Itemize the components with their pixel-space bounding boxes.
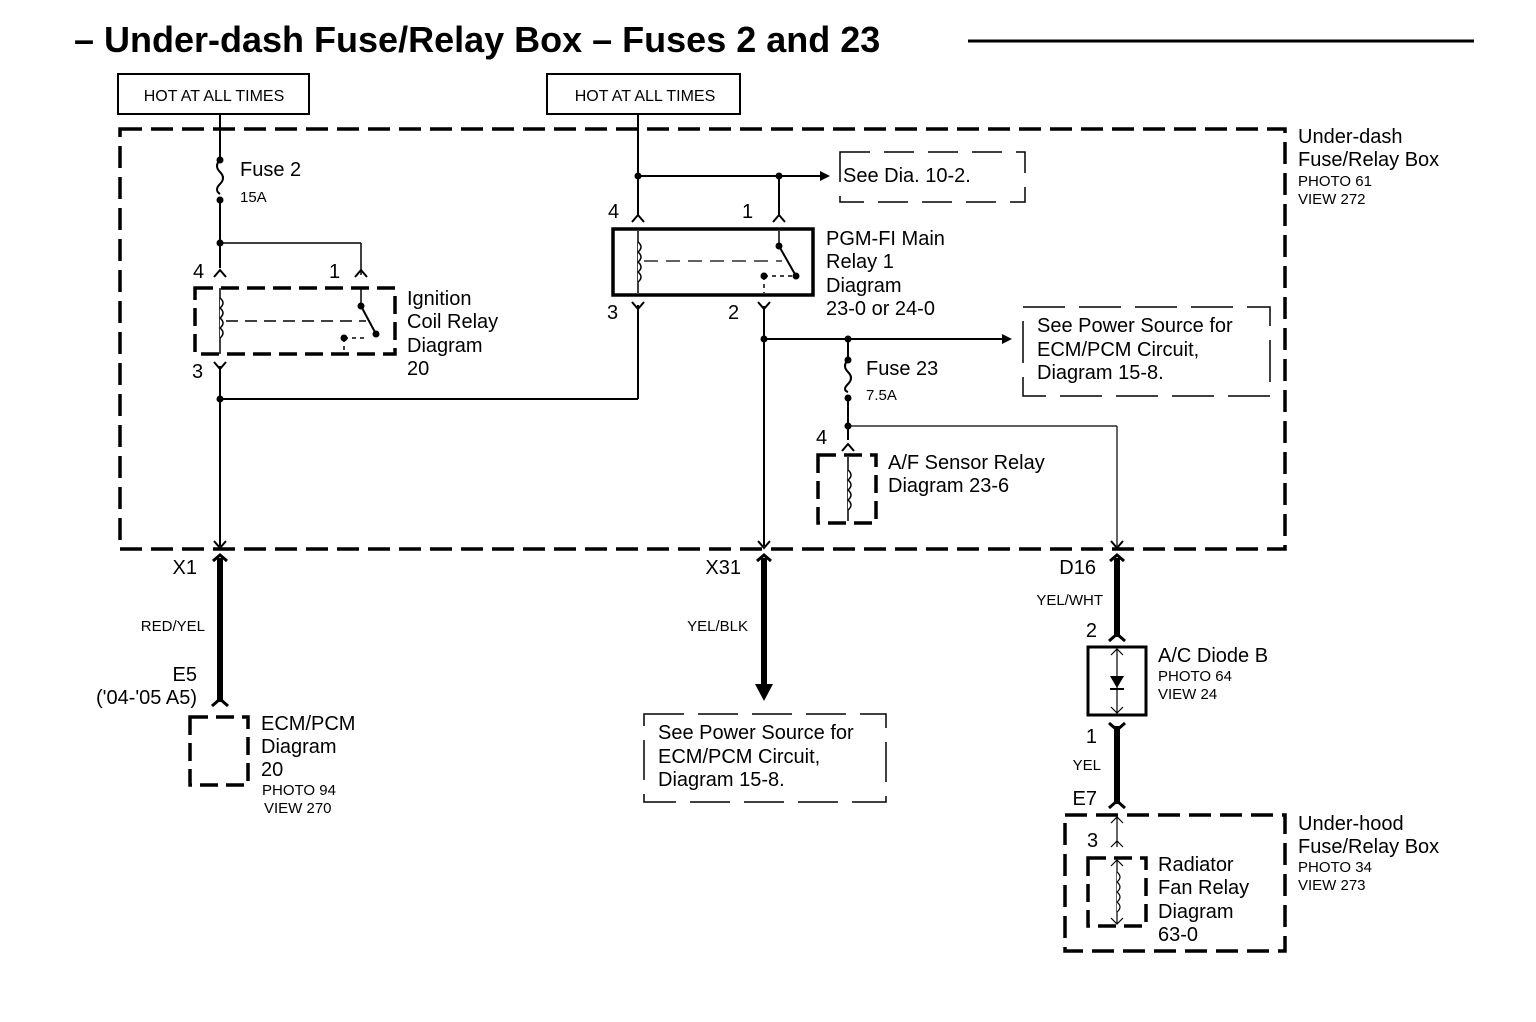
af-sensor-relay — [816, 442, 878, 525]
ignition-relay-pin-1: 1 — [329, 261, 340, 283]
svg-text:VIEW 273: VIEW 273 — [1298, 877, 1366, 894]
ecm-pcm-component: ECM/PCM Diagram 20 PHOTO 94 VIEW 270 — [188, 713, 355, 817]
svg-text:Under-hood: Under-hood — [1298, 813, 1404, 835]
wire-color-yel: YEL — [1073, 757, 1101, 774]
connector-d16: D16 — [1059, 557, 1096, 579]
pgmfi-relay-pin-3: 3 — [607, 302, 618, 324]
fuse-23-symbol — [844, 359, 852, 393]
svg-text:Diagram 15-8.: Diagram 15-8. — [1037, 362, 1164, 384]
wire-color-yel-blk: YEL/BLK — [687, 618, 748, 635]
svg-text:Fuse/Relay Box: Fuse/Relay Box — [1298, 836, 1439, 858]
underdash-box-boundary — [118, 127, 1287, 551]
underdash-box-label: Under-dash Fuse/Relay Box PHOTO 61 VIEW … — [1298, 126, 1439, 208]
svg-text:PGM-FI Main: PGM-FI Main — [826, 228, 945, 250]
diagram-title: – Under-dash Fuse/Relay Box – Fuses 2 an… — [74, 19, 880, 60]
connector-e5-alt: ('04-'05 A5) — [96, 687, 197, 709]
ignition-relay-pin-3: 3 — [192, 361, 203, 383]
svg-text:VIEW 272: VIEW 272 — [1298, 191, 1366, 208]
see-power-source-box-bottom: See Power Source for ECM/PCM Circuit, Di… — [643, 713, 887, 803]
fuse-23-rating: 7.5A — [866, 387, 897, 404]
connector-e7: E7 — [1073, 788, 1097, 810]
connector-x1: X1 — [173, 557, 197, 579]
see-dia-10-2-box: See Dia. 10-2. — [839, 151, 1026, 203]
ac-diode-b — [1086, 645, 1148, 717]
radiator-relay-label: Radiator Fan Relay Diagram 63-0 — [1158, 854, 1249, 946]
svg-text:A/F Sensor Relay: A/F Sensor Relay — [888, 452, 1045, 474]
connector-x31: X31 — [705, 557, 741, 579]
fuse-2-symbol — [216, 159, 224, 195]
af-relay-label: A/F Sensor Relay Diagram 23-6 — [888, 452, 1045, 497]
svg-text:Diagram 15-8.: Diagram 15-8. — [658, 769, 785, 791]
ac-diode-label: A/C Diode B PHOTO 64 VIEW 24 — [1158, 645, 1268, 703]
svg-text:20: 20 — [261, 759, 283, 781]
svg-text:Diagram 23-6: Diagram 23-6 — [888, 475, 1009, 497]
svg-text:Fuse/Relay Box: Fuse/Relay Box — [1298, 149, 1439, 171]
svg-text:PHOTO 94: PHOTO 94 — [262, 782, 336, 799]
svg-text:See Dia. 10-2.: See Dia. 10-2. — [843, 165, 971, 187]
svg-text:Diagram: Diagram — [826, 275, 902, 297]
svg-text:PHOTO 61: PHOTO 61 — [1298, 173, 1372, 190]
svg-text:HOT AT ALL TIMES: HOT AT ALL TIMES — [144, 88, 285, 105]
svg-text:HOT AT ALL TIMES: HOT AT ALL TIMES — [575, 88, 716, 105]
svg-text:Ignition: Ignition — [407, 288, 472, 310]
svg-text:PHOTO 34: PHOTO 34 — [1298, 859, 1372, 876]
underhood-box-boundary — [1063, 813, 1287, 953]
svg-text:Radiator: Radiator — [1158, 854, 1234, 876]
ignition-relay-label: Ignition Coil Relay Diagram 20 — [407, 288, 498, 380]
svg-text:63-0: 63-0 — [1158, 924, 1198, 946]
pgmfi-relay-label: PGM-FI Main Relay 1 Diagram 23-0 or 24-0 — [826, 228, 945, 320]
svg-text:Diagram: Diagram — [407, 335, 483, 357]
svg-text:Coil Relay: Coil Relay — [407, 311, 498, 333]
pgmfi-relay-pin-2: 2 — [728, 302, 739, 324]
pgmfi-relay-pin-1: 1 — [742, 201, 753, 223]
svg-text:Diagram: Diagram — [261, 736, 337, 758]
svg-text:Under-dash: Under-dash — [1298, 126, 1403, 148]
svg-text:See Power Source for: See Power Source for — [1037, 315, 1233, 337]
pgmfi-main-relay — [611, 213, 815, 311]
underhood-box-label: Under-hood Fuse/Relay Box PHOTO 34 VIEW … — [1298, 813, 1439, 894]
svg-text:23-0 or 24-0: 23-0 or 24-0 — [826, 298, 935, 320]
connector-e5: E5 — [173, 664, 197, 686]
hot-at-all-times-box-2: HOT AT ALL TIMES — [546, 73, 741, 115]
ac-diode-pin-2: 2 — [1086, 620, 1097, 642]
radiator-fan-relay — [1086, 856, 1148, 928]
svg-text:Diagram: Diagram — [1158, 901, 1234, 923]
svg-text:A/C Diode B: A/C Diode B — [1158, 645, 1268, 667]
ignition-relay-pin-4: 4 — [193, 261, 204, 283]
svg-text:VIEW 24: VIEW 24 — [1158, 686, 1217, 703]
af-relay-pin-4: 4 — [816, 427, 827, 449]
hot-at-all-times-box-1: HOT AT ALL TIMES — [117, 73, 310, 115]
wire-color-red-yel: RED/YEL — [141, 618, 205, 635]
radiator-relay-pin-3: 3 — [1087, 830, 1098, 852]
pgmfi-relay-pin-4: 4 — [608, 201, 619, 223]
ignition-coil-relay — [193, 268, 397, 371]
fuse-23-label: Fuse 23 — [866, 358, 938, 380]
svg-text:Relay 1: Relay 1 — [826, 251, 894, 273]
svg-text:20: 20 — [407, 358, 429, 380]
svg-text:Fan Relay: Fan Relay — [1158, 877, 1249, 899]
fuse-2-circuit — [216, 114, 362, 275]
diode-icon — [1110, 676, 1124, 688]
svg-text:See Power Source for: See Power Source for — [658, 722, 854, 744]
svg-text:PHOTO 64: PHOTO 64 — [1158, 668, 1232, 685]
svg-text:ECM/PCM: ECM/PCM — [261, 713, 355, 735]
wire-color-yel-wht: YEL/WHT — [1036, 592, 1103, 609]
see-power-source-box-top: See Power Source for ECM/PCM Circuit, Di… — [1022, 306, 1271, 397]
svg-text:ECM/PCM Circuit,: ECM/PCM Circuit, — [1037, 339, 1199, 361]
fuse-2-label: Fuse 2 — [240, 159, 301, 181]
ac-diode-pin-1: 1 — [1086, 726, 1097, 748]
svg-text:ECM/PCM Circuit,: ECM/PCM Circuit, — [658, 746, 820, 768]
fuse-2-rating: 15A — [240, 189, 267, 206]
svg-text:VIEW 270: VIEW 270 — [264, 800, 332, 817]
